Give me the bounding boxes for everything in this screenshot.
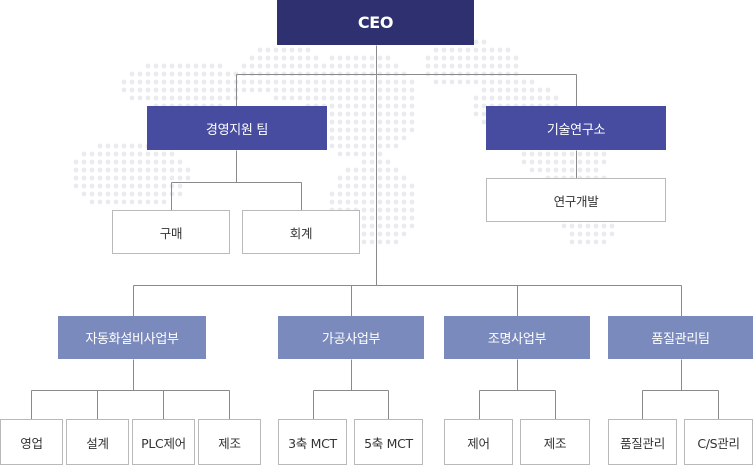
unit-label: 5축 MCT <box>364 435 413 451</box>
unit-5axis-mct: 5축 MCT <box>354 419 423 465</box>
division-label: 품질관리팀 <box>651 332 710 347</box>
ceo-label: CEO <box>357 13 394 32</box>
dept-label: 경영지원 팀 <box>205 122 269 138</box>
division-label: 가공사업부 <box>321 332 381 347</box>
division-quality: 품질관리팀 <box>608 316 753 359</box>
unit-accounting: 회계 <box>242 210 360 254</box>
unit-manufacturing: 제조 <box>520 419 590 465</box>
unit-label: 연구개발 <box>553 193 599 209</box>
unit-label: 구매 <box>159 225 183 241</box>
unit-label: 제어 <box>467 435 490 451</box>
unit-label: PLC제어 <box>141 435 186 451</box>
dept-management-support: 경영지원 팀 <box>147 106 327 150</box>
unit-label: 설계 <box>86 435 109 451</box>
unit-quality-control: 품질관리 <box>608 419 677 465</box>
unit-cs-management: C/S관리 <box>684 419 753 465</box>
division-lighting: 조명사업부 <box>444 316 590 359</box>
ceo-box: CEO <box>277 0 474 45</box>
unit-3axis-mct: 3축 MCT <box>278 419 347 465</box>
unit-design: 설계 <box>66 419 129 465</box>
unit-label: 3축 MCT <box>288 435 337 451</box>
unit-label: 제조 <box>543 435 567 451</box>
unit-manufacturing: 제조 <box>198 419 261 465</box>
unit-label: 품질관리 <box>620 435 665 451</box>
unit-plc-control: PLC제어 <box>132 419 195 465</box>
unit-control: 제어 <box>444 419 513 465</box>
dept-tech-institute: 기술연구소 <box>486 106 666 150</box>
unit-label: 영업 <box>20 435 43 451</box>
unit-label: C/S관리 <box>697 435 740 451</box>
unit-purchasing: 구매 <box>112 210 230 254</box>
division-label: 자동화설비사업부 <box>85 332 179 347</box>
unit-label: 제조 <box>218 435 241 451</box>
unit-label: 회계 <box>289 225 313 241</box>
division-automation: 자동화설비사업부 <box>58 316 206 359</box>
division-machining: 가공사업부 <box>278 316 424 359</box>
division-label: 조명사업부 <box>487 332 547 347</box>
dept-label: 기술연구소 <box>546 122 606 138</box>
unit-rnd: 연구개발 <box>486 178 666 222</box>
unit-sales: 영업 <box>0 419 63 465</box>
